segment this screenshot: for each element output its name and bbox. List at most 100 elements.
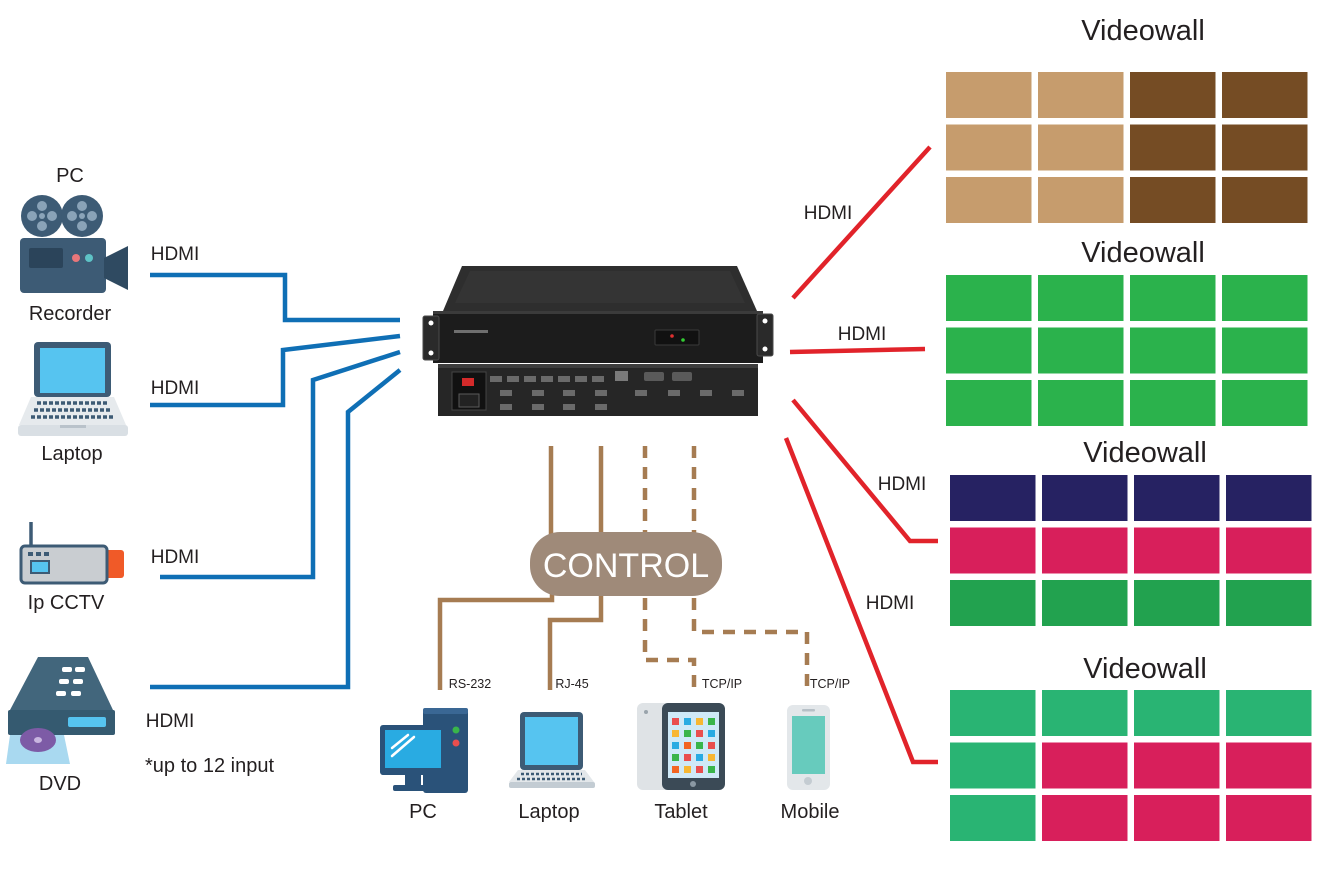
videowall-tile <box>1130 177 1216 223</box>
output-cables <box>783 145 938 765</box>
videowall-tile <box>1222 380 1308 426</box>
input-cables <box>150 272 402 690</box>
videowall-tile <box>1130 380 1216 426</box>
tablet-icon <box>637 703 725 790</box>
videowall-title-2: Videowall <box>1081 237 1205 269</box>
videowall-tile <box>1222 275 1308 321</box>
app-icon <box>708 730 715 737</box>
source-caption-pc: PC <box>56 165 84 187</box>
control-badge-background <box>530 532 722 596</box>
app-icon <box>708 718 715 725</box>
videowall-tile <box>1038 177 1124 223</box>
app-icon <box>696 730 703 737</box>
videowall-tile <box>950 580 1036 626</box>
videowall-tile <box>946 327 1032 374</box>
videowall-tile <box>1130 327 1216 374</box>
videowall-tile <box>1134 475 1220 521</box>
app-icon <box>684 730 691 737</box>
videowall-tile <box>1226 742 1312 789</box>
source-label-recorder: Recorder <box>29 303 112 325</box>
videowall-tile <box>1038 72 1124 118</box>
videowall-tile <box>1134 527 1220 574</box>
output-cable-videowall-2 <box>789 346 926 355</box>
videowall-tile <box>1226 527 1312 574</box>
control-badge: CONTROL <box>530 532 722 596</box>
videowall-tile <box>946 275 1032 321</box>
videowall-title-4: Videowall <box>1083 653 1207 685</box>
app-icon <box>696 718 703 725</box>
output-cable-videowall-3 <box>791 398 938 544</box>
input-cable-recorder <box>150 272 400 323</box>
videowall-tile <box>950 527 1036 574</box>
app-icon <box>672 730 679 737</box>
videowall-tile <box>1222 124 1308 171</box>
videowall-3 <box>950 475 1312 626</box>
app-icon <box>672 754 679 761</box>
videowall-tile <box>946 124 1032 171</box>
app-icon <box>708 742 715 749</box>
input-cable-ip-cctv <box>160 349 401 580</box>
videowall-tile <box>1038 327 1124 374</box>
videowall-tile <box>1038 124 1124 171</box>
connection-label-tcpip-mobile: TCP/IP <box>810 677 850 691</box>
control-cable-rs232 <box>437 585 555 690</box>
videowall-tile <box>950 475 1036 521</box>
device-label-tablet: Tablet <box>654 801 708 823</box>
control-badge-label: CONTROL <box>543 547 709 585</box>
source-label-dvd: DVD <box>39 773 81 795</box>
videowall-tile <box>1130 72 1216 118</box>
videowall-controller-icon <box>422 266 774 416</box>
videowall-tile <box>1226 580 1312 626</box>
videowall-tile <box>1134 580 1220 626</box>
device-label-pc: PC <box>409 801 437 823</box>
videowall-tile <box>1222 72 1308 118</box>
videowall-tile <box>1130 275 1216 321</box>
videowall-tile <box>1038 380 1124 426</box>
desktop-computer-icon <box>380 708 468 793</box>
app-icon <box>684 766 691 773</box>
source-cable-label-ip-cctv: HDMI <box>151 547 200 568</box>
control-cable-tcpip-mobile <box>691 598 810 690</box>
app-icon <box>672 742 679 749</box>
app-icon <box>696 754 703 761</box>
app-icon <box>708 766 715 773</box>
app-icon <box>684 754 691 761</box>
videowall-tile <box>1226 795 1312 841</box>
videowall-tile <box>946 177 1032 223</box>
device-label-laptop: Laptop <box>518 801 579 823</box>
output-cable-videowall-4 <box>783 437 938 765</box>
videowall-tile <box>1134 690 1220 736</box>
videowall-2 <box>946 275 1308 426</box>
source-label-laptop: Laptop <box>41 443 102 465</box>
video-camera-icon <box>20 195 128 293</box>
videowall-tile <box>1042 795 1128 841</box>
connection-label-rj45: RJ-45 <box>555 677 588 691</box>
videowall-4 <box>950 690 1312 841</box>
videowall-tile <box>1222 327 1308 374</box>
videowall-tile <box>1222 177 1308 223</box>
videowall-tile <box>1134 795 1220 841</box>
mobile-phone-icon <box>787 705 830 790</box>
videowall-title-3: Videowall <box>1083 437 1207 469</box>
input-note: *up to 12 input <box>145 755 274 777</box>
input-cable-dvd <box>150 368 402 690</box>
source-cable-label-recorder: HDMI <box>151 244 200 265</box>
videowall-tile <box>946 380 1032 426</box>
input-cable-laptop <box>150 333 401 408</box>
source-cable-label-laptop: HDMI <box>151 378 200 399</box>
app-icon <box>708 754 715 761</box>
videowall-tile <box>1042 527 1128 574</box>
connection-label-rs232: RS-232 <box>449 677 491 691</box>
videowall-tile <box>950 742 1036 789</box>
videowall-1 <box>946 72 1308 223</box>
app-icon <box>672 718 679 725</box>
videowall-tile <box>1038 275 1124 321</box>
videowall-title-1: Videowall <box>1081 15 1205 47</box>
device-label-mobile: Mobile <box>781 801 840 823</box>
videowall-tile <box>1226 475 1312 521</box>
videowall-tile <box>1042 475 1128 521</box>
app-icon <box>696 766 703 773</box>
videowall-tile <box>946 72 1032 118</box>
output-cable-label-3: HDMI <box>878 474 927 495</box>
app-icon <box>672 766 679 773</box>
